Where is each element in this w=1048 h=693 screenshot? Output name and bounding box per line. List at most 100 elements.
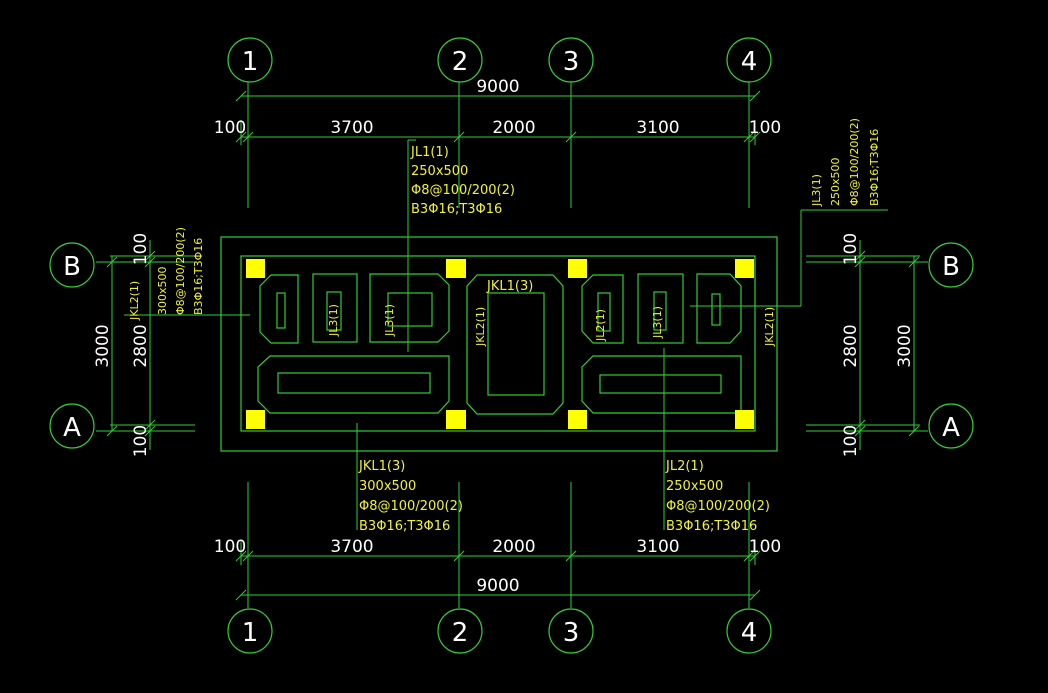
dim-top-total: 9000 xyxy=(476,77,519,97)
beam-cell-3 xyxy=(369,273,450,343)
top-dimensions: 9000 3700 2000 3100 100 100 xyxy=(214,77,781,143)
axis-label-top-4: 4 xyxy=(741,47,758,77)
dim-right-inner: 2800 xyxy=(841,324,861,367)
axis-bubble-left-b xyxy=(49,242,95,288)
jl3-right-line-1: JL3(1) xyxy=(810,174,823,207)
axis-label-bottom-4: 4 xyxy=(741,618,758,648)
beam-core-6 xyxy=(597,292,611,332)
beam-core-2 xyxy=(326,291,342,331)
foundation-outline xyxy=(220,236,778,452)
jl2-line-4: B3Φ16;T3Φ16 xyxy=(666,519,757,534)
dim-left-total: 3000 xyxy=(93,324,113,367)
axis-label-bottom-2: 2 xyxy=(452,618,469,648)
axis-bubble-right-a xyxy=(928,403,974,449)
axis-bubble-top-2 xyxy=(437,37,483,83)
jl2-line-1: JL2(1) xyxy=(665,459,704,474)
dim-top-span-2: 2000 xyxy=(492,118,535,138)
axis-bubble-bottom-1 xyxy=(227,608,273,654)
axis-label-left-b: B xyxy=(63,252,81,282)
column-b1 xyxy=(246,259,265,278)
outer-boundary xyxy=(220,236,778,452)
axis-label-top-3: 3 xyxy=(563,47,580,77)
jkl1-bottom-line-4: B3Φ16;T3Φ16 xyxy=(359,519,450,534)
beam-cell-5 xyxy=(466,274,564,415)
axis-bubble-top-4 xyxy=(726,37,772,83)
jkl2-left-line-2: 300x500 xyxy=(156,266,169,315)
column-a1 xyxy=(246,410,265,429)
axis-label-right-a: A xyxy=(942,413,960,443)
axis-label-left-a: A xyxy=(63,413,81,443)
jkl2-left-line-1: JKL2(1) xyxy=(128,281,141,321)
axis-label-right-b: B xyxy=(942,252,960,282)
axis-bubble-bottom-4 xyxy=(726,608,772,654)
dim-bottom-edge-right: 100 xyxy=(749,537,781,557)
dim-bottom-total: 9000 xyxy=(476,576,519,596)
columns xyxy=(246,259,754,429)
jkl1-bottom-line-3: Φ8@100/200(2) xyxy=(359,499,463,514)
jkl2-left-line-4: B3Φ16;T3Φ16 xyxy=(192,238,205,315)
beam-core-5 xyxy=(487,292,545,396)
jl3-right-line-4: B3Φ16;T3Φ16 xyxy=(868,129,881,206)
jl1-line-2: 250x500 xyxy=(411,164,468,179)
dim-right-edge-bottom: 100 xyxy=(841,425,861,457)
beam-cell-1 xyxy=(259,274,299,344)
axis-bubble-bottom-3 xyxy=(548,608,594,654)
inner-boundary xyxy=(240,255,756,432)
dim-top-span-1: 3700 xyxy=(330,118,373,138)
jl1-line-4: B3Φ16;T3Φ16 xyxy=(411,202,502,217)
beam-core-8 xyxy=(711,293,721,326)
axis-bubble-right-b xyxy=(928,242,974,288)
beam-core-1 xyxy=(276,292,286,329)
dim-top-span-3: 3100 xyxy=(636,118,679,138)
jkl1-bottom-line-2: 300x500 xyxy=(359,479,416,494)
vertical-grid-lines xyxy=(240,82,756,608)
beam-cell-7 xyxy=(637,273,684,344)
dim-top-edge-left: 100 xyxy=(214,118,246,138)
beam-cell-2 xyxy=(312,273,358,343)
jkl1-top-label: JKL1(3) xyxy=(486,279,533,294)
jl1-line-3: Φ8@100/200(2) xyxy=(411,183,515,198)
dim-left-inner: 2800 xyxy=(131,324,151,367)
jl3-right-line-3: Φ8@100/200(2) xyxy=(848,118,861,206)
dim-left-edge-top: 100 xyxy=(131,233,151,265)
axis-bubble-top-1 xyxy=(227,37,273,83)
inner-label-jkl2-a: JKL2(1) xyxy=(474,307,487,347)
beam-core-4 xyxy=(277,372,431,394)
axis-label-bottom-3: 3 xyxy=(563,618,580,648)
jl2-line-3: Φ8@100/200(2) xyxy=(666,499,770,514)
leader-lines xyxy=(124,139,888,530)
beam-cell-4 xyxy=(257,355,450,414)
column-a4 xyxy=(735,410,754,429)
jl1-line-1: JL1(1) xyxy=(410,145,449,160)
beam-core-3 xyxy=(387,292,433,327)
jkl1-bottom-line-1: JKL1(3) xyxy=(358,459,405,474)
bottom-dimensions: 3700 2000 3100 100 100 9000 xyxy=(214,537,781,601)
dim-bottom-span-3: 3100 xyxy=(636,537,679,557)
dim-bottom-span-1: 3700 xyxy=(330,537,373,557)
inner-label-jl3-b: JL3(1) xyxy=(383,304,396,337)
axis-label-bottom-1: 1 xyxy=(242,618,259,648)
axis-label-top-1: 1 xyxy=(242,47,259,77)
column-b3 xyxy=(568,259,587,278)
column-b2 xyxy=(446,259,466,278)
axis-bubbles: 1 2 3 4 1 2 3 4 B A B A xyxy=(49,37,974,654)
dim-right-total: 3000 xyxy=(895,324,915,367)
dim-bottom-span-2: 2000 xyxy=(492,537,535,557)
beam-core-9 xyxy=(599,374,722,394)
column-a2 xyxy=(446,410,466,429)
axis-bubble-bottom-2 xyxy=(437,608,483,654)
inner-label-jl2-a: JL2(1) xyxy=(594,309,607,342)
column-a3 xyxy=(568,410,587,429)
axis-bubble-top-3 xyxy=(548,37,594,83)
beam-outlines xyxy=(257,273,742,415)
left-dimensions: 3000 2800 100 100 xyxy=(93,233,156,457)
beam-core-7 xyxy=(653,291,667,331)
inner-label-jl3-a: JL3(1) xyxy=(327,304,340,337)
beam-cell-9 xyxy=(581,355,742,414)
column-b4 xyxy=(735,259,754,278)
dim-right-edge-top: 100 xyxy=(841,233,861,265)
beam-cell-8 xyxy=(696,273,742,344)
beam-cell-6 xyxy=(581,274,624,344)
axis-bubble-left-a xyxy=(49,403,95,449)
